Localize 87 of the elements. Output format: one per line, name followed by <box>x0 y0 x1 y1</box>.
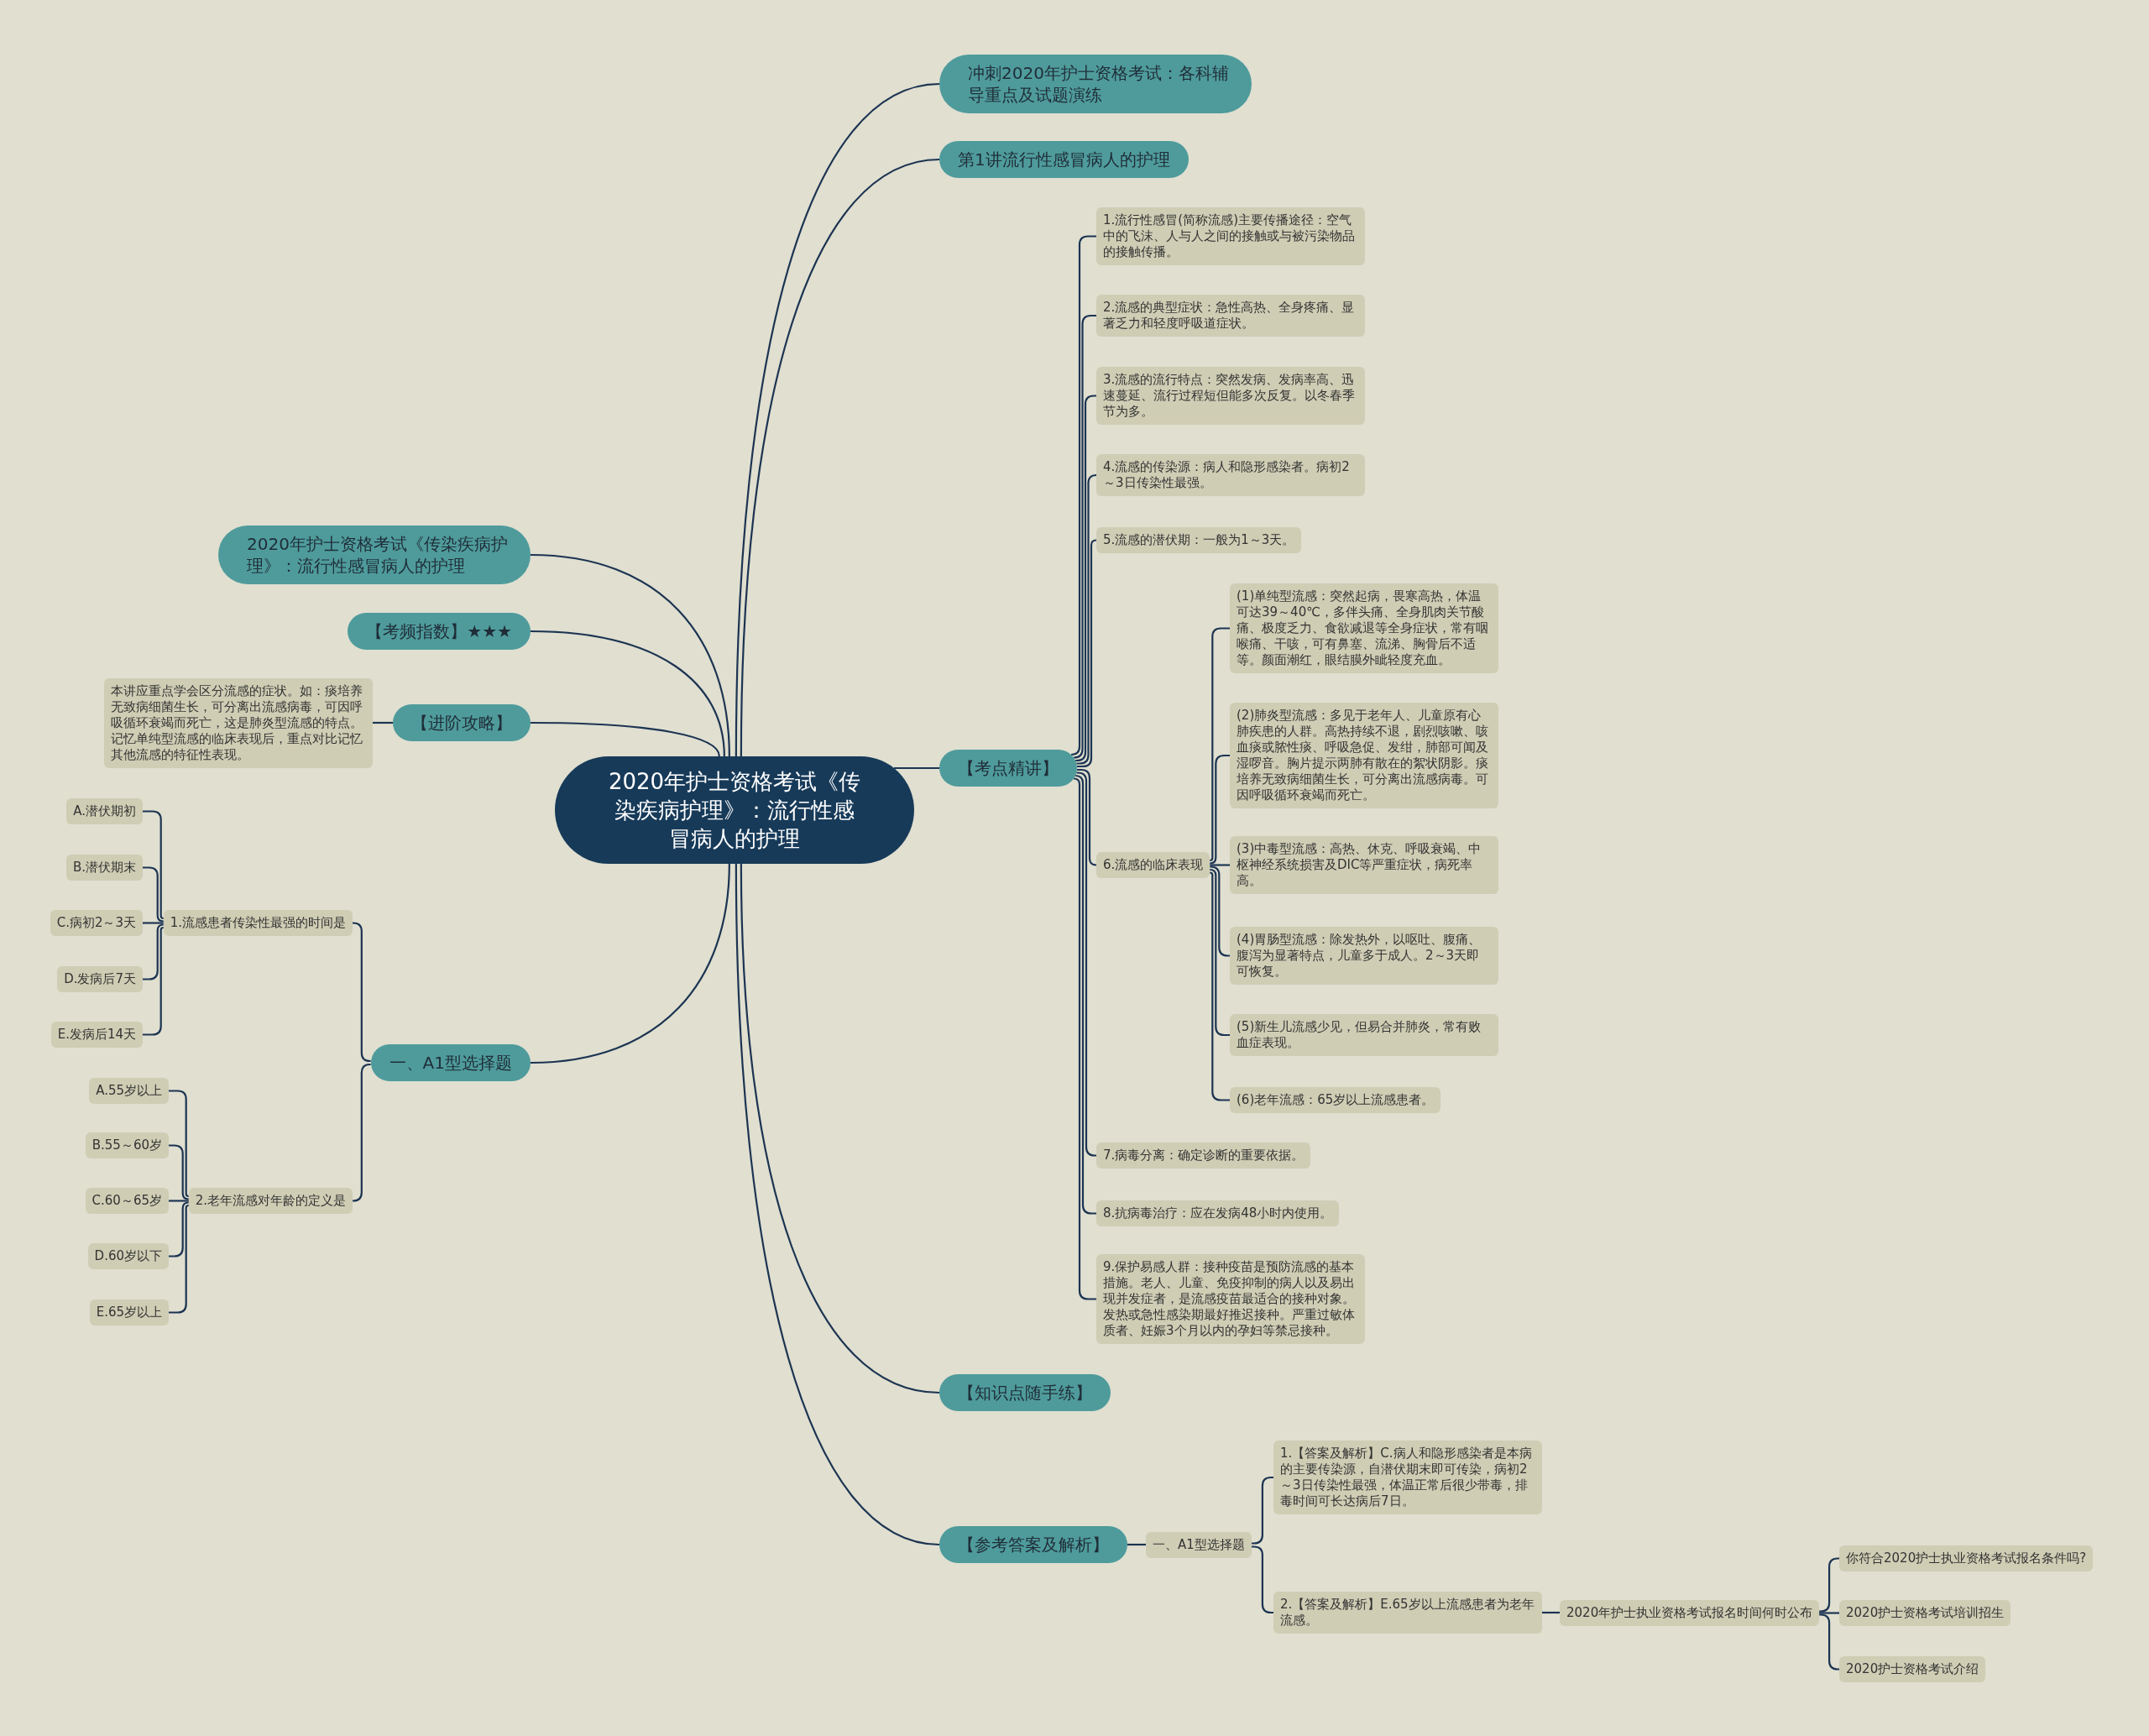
connector-line <box>1076 768 1098 866</box>
connector-line <box>1210 864 1230 866</box>
subtopic-note: 1.【答案及解析】C.病人和隐形感染者是本病的主要传染源，自潜伏期末即可传染，病初2～3日传染性最强，体温正常后很少带毒，排毒时间可长达病后7日。 <box>1273 1441 1542 1514</box>
subtopic-note: 1.流感患者传染性最强的时间是 <box>163 910 353 936</box>
subtopic-note: C.病初2～3天 <box>50 910 143 936</box>
connector-line <box>531 721 720 757</box>
subtopic-note: D.发病后7天 <box>57 966 143 992</box>
subtopic-note: 5.流感的潜伏期：一般为1～3天。 <box>1096 527 1302 553</box>
subtopic-note: 8.抗病毒治疗：应在发病48小时内使用。 <box>1096 1200 1340 1226</box>
connector-line <box>1127 1543 1146 1546</box>
connector-line <box>1070 235 1096 756</box>
connector-line <box>169 1201 190 1258</box>
branch-topic: 【进阶攻略】 <box>393 704 531 741</box>
branch-topic: 第1讲流行性感冒病人的护理 <box>939 141 1189 178</box>
connector-line <box>169 1200 189 1202</box>
connector-line <box>169 1090 190 1198</box>
subtopic-note: 2.老年流感对年龄的定义是 <box>188 1188 353 1214</box>
connector-line <box>1209 871 1230 1101</box>
connector-line <box>1251 1476 1273 1545</box>
connector-line <box>143 866 165 923</box>
subtopic-note: 6.流感的临床表现 <box>1096 852 1210 878</box>
subtopic-note: 2.流感的典型症状：急性高热、全身疼痛、显著乏力和轻度呼吸道症状。 <box>1096 295 1365 337</box>
connector-line <box>169 1144 190 1200</box>
connector-line <box>1076 473 1098 765</box>
branch-topic: 2020年护士资格考试《传染疾病护理》：流行性感冒病人的护理 <box>218 526 531 584</box>
subtopic-note: 9.保护易感人群：接种疫苗是预防流感的基本措施。老人、儿童、免疫抑制的病人以及易出现并发症者，是流感疫苗最适合的接种对象。发热或急性感染期最好推迟接种。严重过敏体质者、妊娠3个月以内的孕妇等禁忌接种。 <box>1096 1254 1365 1344</box>
central-topic: 2020年护士资格考试《传染疾病护理》：流行性感冒病人的护理 <box>555 756 914 864</box>
subtopic-note: C.60～65岁 <box>85 1188 169 1214</box>
subtopic-note: A.潜伏期初 <box>66 798 143 824</box>
connector-line <box>169 1204 190 1314</box>
connector-line <box>530 863 730 1064</box>
subtopic-note: B.潜伏期末 <box>65 855 143 881</box>
subtopic-note: A.55岁以上 <box>89 1078 169 1104</box>
branch-topic: 冲刺2020年护士资格考试：各科辅导重点及试题演练 <box>939 55 1252 113</box>
subtopic-note: 2.【答案及解析】E.65岁以上流感患者为老年流感。 <box>1273 1592 1542 1634</box>
subtopic-note: E.发病后14天 <box>50 1022 143 1048</box>
connector-line <box>735 864 940 1546</box>
connector-line <box>373 721 393 724</box>
subtopic-note: E.65岁以上 <box>89 1299 169 1326</box>
subtopic-note: (3)中毒型流感：高热、休克、呼吸衰竭、中枢神经系统损害及DIC等严重症状，病死率高。 <box>1230 836 1498 894</box>
connector-line <box>1819 1557 1839 1613</box>
branch-topic: 【知识点随手练】 <box>939 1374 1111 1411</box>
subtopic-note: 4.流感的传染源：病人和隐形感染者。病初2～3日传染性最强。 <box>1096 454 1365 496</box>
connector-line <box>1076 539 1098 768</box>
connector-line <box>352 1063 371 1202</box>
subtopic-note: 2020护士资格考试介绍 <box>1839 1656 1986 1682</box>
branch-topic: 【参考答案及解析】 <box>939 1526 1127 1563</box>
connector-line <box>1819 1612 1839 1614</box>
branch-topic: 【考点精讲】 <box>939 750 1077 787</box>
connector-line <box>1209 627 1230 862</box>
subtopic-note: D.60岁以下 <box>87 1243 169 1269</box>
subtopic-note: 2020护士资格考试培训招生 <box>1839 1600 2011 1626</box>
connector-line <box>1074 774 1096 1215</box>
connector-line <box>1210 865 1230 957</box>
connector-line <box>530 630 725 757</box>
subtopic-note: 本讲应重点学会区分流感的症状。如：痰培养无致病细菌生长，可分离出流感病毒，可因呼吸循环衰竭而死亡，这是肺炎型流感的特点。记忆单纯型流感的临床表现后，重点对比记忆其他流感的特征性表现。 <box>104 678 373 768</box>
connector-line <box>1209 754 1230 865</box>
connector-line <box>893 766 939 770</box>
connector-line <box>143 810 165 920</box>
connector-line <box>740 863 940 1394</box>
connector-line <box>143 922 164 924</box>
subtopic-note: 7.病毒分离：确定诊断的重要依据。 <box>1096 1143 1311 1169</box>
connector-line <box>1251 1545 1273 1614</box>
connector-line <box>143 926 165 1036</box>
subtopic-note: (1)单纯型流感：突然起病，畏寒高热，体温可达39～40℃，多伴头痛、全身肌肉关节酸痛、极度乏力、食欲减退等全身症状，常有咽喉痛、干咳，可有鼻塞、流涕、胸骨后不适等。颜面潮红，眼结膜外眦轻度充血。 <box>1230 583 1498 673</box>
connector-line <box>1209 868 1230 1037</box>
subtopic-note: 一、A1型选择题 <box>1146 1532 1252 1558</box>
subtopic-note: 2020年护士执业资格考试报名时间何时公布 <box>1560 1600 1820 1626</box>
connector-line <box>352 922 371 1063</box>
subtopic-note: (5)新生儿流感少见，但易合并肺炎，常有败血症表现。 <box>1230 1014 1498 1056</box>
connector-line <box>530 553 730 757</box>
connector-line <box>1542 1611 1560 1614</box>
branch-topic: 【考频指数】★★★ <box>348 613 531 650</box>
branch-topic: 一、A1型选择题 <box>370 1044 531 1081</box>
connector-line <box>1076 771 1097 1157</box>
connector-line <box>1073 777 1096 1300</box>
subtopic-note: (4)胃肠型流感：除发热外，以呕吐、腹痛、腹泻为显著特点，儿童多于成人。2～3天即可恢复。 <box>1230 927 1498 985</box>
subtopic-note: (6)老年流感：65岁以上流感患者。 <box>1230 1087 1441 1113</box>
connector-line <box>1075 395 1097 762</box>
subtopic-note: 1.流行性感冒(简称流感)主要传播途径：空气中的飞沫、人与人之间的接触或与被污染物品的接触传播。 <box>1096 207 1365 265</box>
connector-line <box>1073 314 1096 759</box>
subtopic-note: (2)肺炎型流感：多见于老年人、儿童原有心肺疾患的人群。高热持续不退，剧烈咳嗽、咳血痰或脓性痰、呼吸急促、发绀，肺部可闻及湿啰音。胸片提示两肺有散在的絮状阴影。痰培养无致病细菌生长，可分离出流感病毒。可因呼吸循环衰竭而死亡。 <box>1230 703 1498 808</box>
subtopic-note: B.55～60岁 <box>85 1132 169 1158</box>
subtopic-note: 你符合2020护士执业资格考试报名条件吗? <box>1839 1545 2094 1571</box>
connector-line <box>1819 1613 1839 1671</box>
connector-line <box>143 923 165 980</box>
subtopic-note: 3.流感的流行特点：突然发病、发病率高、迅速蔓延、流行过程短但能多次反复。以冬春季节为多。 <box>1096 367 1365 425</box>
